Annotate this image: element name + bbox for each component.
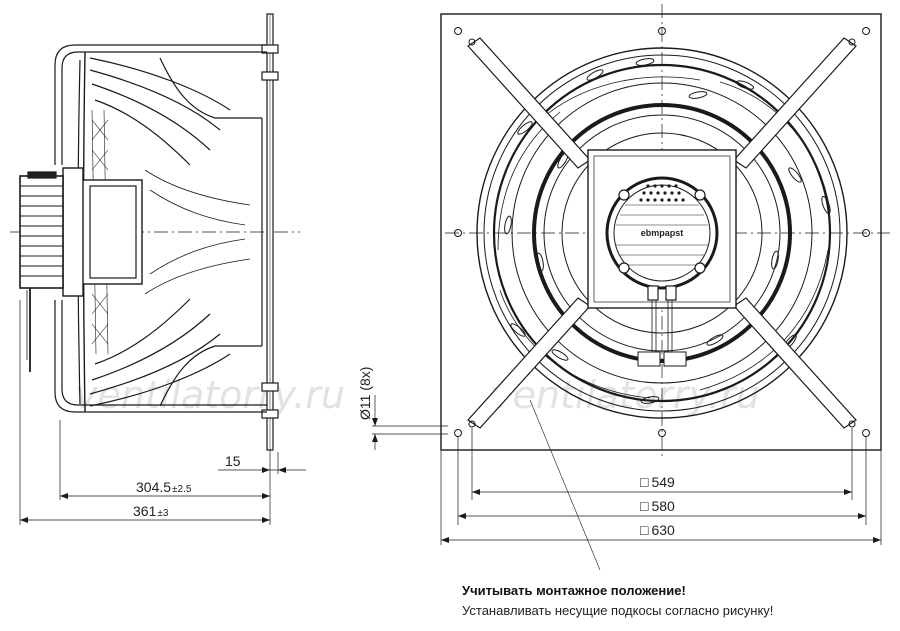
square-symbol-630: □ xyxy=(640,522,649,538)
mounting-note-normal: Устанавливать несущие подкосы согласно р… xyxy=(462,603,774,618)
dim-630-value: 630 xyxy=(651,522,675,538)
dim-flange-15: 15 xyxy=(225,453,241,469)
dim-depth-value: 304.5 xyxy=(136,479,171,495)
dim-total-value: 361 xyxy=(133,503,157,519)
mounting-note-bold: Учитывать монтажное положение! xyxy=(462,583,686,598)
front-view xyxy=(440,4,890,571)
dim-580-value: 580 xyxy=(651,498,675,514)
side-view xyxy=(10,13,448,525)
dim-total: 361±3 xyxy=(133,503,169,519)
dim-630: □630 xyxy=(640,522,675,538)
motor-logo: ebmpapst xyxy=(641,228,684,238)
dim-549: □549 xyxy=(640,474,675,490)
dim-depth: 304.5±2.5 xyxy=(136,479,192,495)
watermark-left: ventilatorry.ru xyxy=(75,373,345,417)
dim-depth-tol: ±2.5 xyxy=(172,484,192,495)
dim-580: □580 xyxy=(640,498,675,514)
square-symbol-580: □ xyxy=(640,498,649,514)
dim-hole-diameter: Ø11 (8x) xyxy=(357,367,373,420)
dim-549-value: 549 xyxy=(651,474,675,490)
square-symbol-549: □ xyxy=(640,474,649,490)
watermark-right: ventilatorry.ru xyxy=(490,373,760,417)
dim-total-tol: ±3 xyxy=(157,508,168,519)
